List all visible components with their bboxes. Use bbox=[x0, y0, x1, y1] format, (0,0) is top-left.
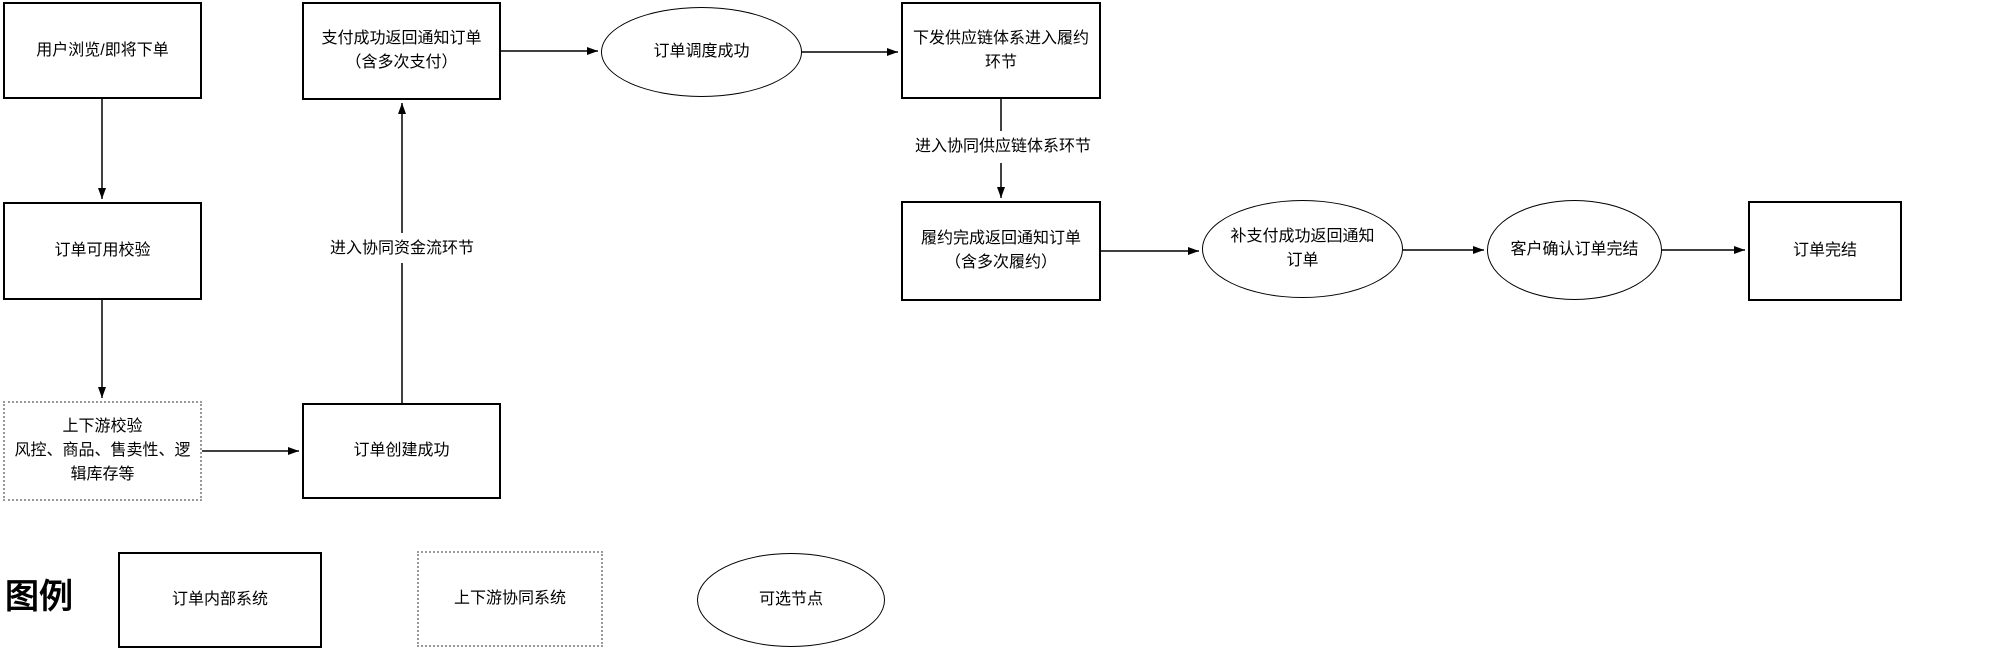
node-pay-success: 支付成功返回通知订单 （含多次支付） bbox=[302, 2, 501, 100]
node-user-browse: 用户浏览/即将下单 bbox=[3, 2, 202, 99]
text-line: 风控、商品、售卖性、逻 bbox=[14, 442, 191, 459]
edge-label-supply-flow: 进入协同供应链体系环节 bbox=[914, 138, 1091, 155]
text-line: （含多次履约） bbox=[944, 254, 1057, 271]
text-line: 上下游校验 bbox=[62, 418, 143, 435]
node-customer-confirm-label: 客户确认订单完结 bbox=[1510, 241, 1639, 258]
node-customer-confirm: 客户确认订单完结 bbox=[1487, 200, 1662, 300]
node-order-created: 订单创建成功 bbox=[302, 403, 501, 499]
node-user-browse-label: 用户浏览/即将下单 bbox=[36, 41, 169, 59]
node-supply-chain-label: 下发供应链体系进入履约 环节 bbox=[913, 27, 1089, 75]
text-line: 下发供应链体系进入履约 bbox=[912, 29, 1089, 47]
node-order-check: 订单可用校验 bbox=[3, 202, 202, 300]
node-pay-success-label: 支付成功返回通知订单 （含多次支付） bbox=[321, 27, 481, 75]
node-order-created-label: 订单创建成功 bbox=[353, 442, 450, 459]
node-order-scheduled-label: 订单调度成功 bbox=[653, 43, 750, 60]
node-updown-check-label: 上下游校验 风控、商品、售卖性、逻 辑库存等 bbox=[14, 415, 190, 487]
legend-item-updown-system: 上下游协同系统 bbox=[417, 551, 603, 647]
node-repay-notify: 补支付成功返回通知 订单 bbox=[1202, 200, 1403, 298]
node-fulfill-done: 履约完成返回通知订单 （含多次履约） bbox=[901, 201, 1101, 301]
text-line: 支付成功返回通知订单 bbox=[321, 30, 482, 47]
text-line: （含多次支付） bbox=[345, 54, 458, 71]
node-repay-notify-label: 补支付成功返回通知 订单 bbox=[1230, 225, 1374, 273]
text-line: 环节 bbox=[984, 53, 1017, 71]
node-updown-check: 上下游校验 风控、商品、售卖性、逻 辑库存等 bbox=[3, 401, 202, 501]
text-line: 补支付成功返回通知 bbox=[1230, 228, 1375, 245]
node-fulfill-done-label: 履约完成返回通知订单 （含多次履约） bbox=[921, 227, 1081, 275]
node-supply-chain: 下发供应链体系进入履约 环节 bbox=[901, 2, 1101, 99]
legend-item-updown-system-label: 上下游协同系统 bbox=[453, 590, 566, 607]
node-order-check-label: 订单可用校验 bbox=[54, 242, 151, 259]
text-line: 履约完成返回通知订单 bbox=[920, 230, 1081, 247]
edge-label-funds-flow: 进入协同资金流环节 bbox=[329, 240, 474, 257]
text-line: 订单 bbox=[1286, 252, 1319, 269]
legend-item-optional-node: 可选节点 bbox=[697, 553, 885, 647]
legend-item-internal-system: 订单内部系统 bbox=[118, 552, 322, 648]
legend-title: 图例 bbox=[5, 578, 73, 616]
legend-item-internal-system-label: 订单内部系统 bbox=[171, 591, 268, 608]
text-line: 辑库存等 bbox=[70, 466, 135, 483]
node-order-complete: 订单完结 bbox=[1748, 201, 1902, 301]
node-order-complete-label: 订单完结 bbox=[1792, 242, 1857, 259]
legend-item-optional-node-label: 可选节点 bbox=[758, 591, 823, 608]
node-order-scheduled: 订单调度成功 bbox=[601, 7, 802, 97]
